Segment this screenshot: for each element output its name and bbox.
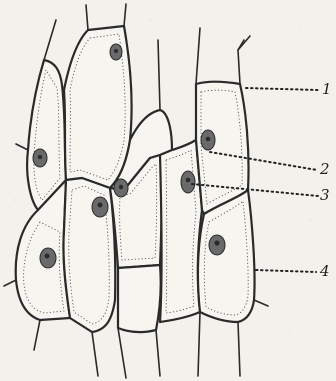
callout-label-1: 1 [322, 80, 332, 98]
cell-walls [16, 26, 255, 332]
cell-second-lower [63, 178, 115, 332]
callout-label-4: 4 [320, 262, 330, 280]
leader-line-1 [246, 88, 318, 90]
cell-middle-lower [118, 265, 161, 332]
leader-line-4 [256, 270, 316, 272]
callout-label-3: 3 [320, 186, 330, 204]
callout-label-2: 2 [320, 160, 330, 178]
